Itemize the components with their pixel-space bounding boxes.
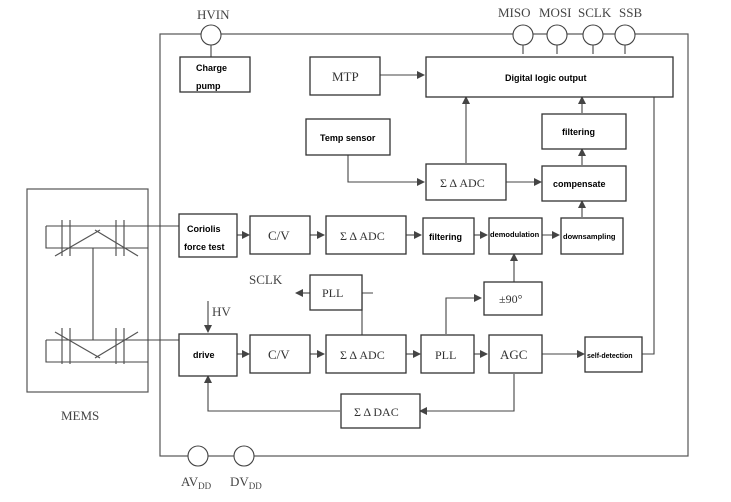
block-agc[interactable]: AGC — [488, 334, 543, 374]
svg-text:PLL: PLL — [435, 348, 456, 362]
block-cv-bot[interactable]: C/V — [249, 334, 311, 374]
block-filtering-mid[interactable]: filtering — [422, 217, 475, 255]
svg-text:pump: pump — [196, 81, 221, 91]
chip-outline — [159, 33, 689, 457]
block-drive[interactable]: drive — [178, 333, 238, 377]
svg-text:MTP: MTP — [332, 69, 359, 84]
block-digital-logic[interactable]: Digital logic output — [425, 56, 674, 98]
svg-text:force test: force test — [184, 242, 225, 252]
pin-ssb[interactable] — [614, 24, 636, 46]
pin-miso-label: MISO — [498, 5, 531, 20]
svg-text:Temp sensor: Temp sensor — [320, 133, 376, 143]
pin-avdd[interactable] — [187, 445, 209, 467]
block-adc-top[interactable]: Σ Δ ADC — [325, 215, 407, 255]
block-adc-bot[interactable]: Σ Δ ADC — [325, 334, 407, 374]
pin-dvdd-label: DVDD — [230, 474, 262, 491]
pin-avdd-label: AVDD — [181, 474, 212, 491]
block-filtering-top[interactable]: filtering — [541, 113, 627, 150]
svg-text:Coriolis: Coriolis — [187, 224, 221, 234]
block-mtp[interactable]: MTP — [309, 56, 381, 96]
pin-sclk-label: SCLK — [578, 5, 612, 20]
block-pll-top[interactable]: PLL — [309, 274, 363, 311]
pin-sclk[interactable] — [582, 24, 604, 46]
svg-text:Σ Δ ADC: Σ Δ ADC — [340, 229, 385, 243]
svg-text:Charge: Charge — [196, 63, 227, 73]
svg-text:±90°: ±90° — [499, 292, 523, 306]
svg-text:Σ Δ ADC: Σ Δ ADC — [440, 176, 485, 190]
pin-miso[interactable] — [512, 24, 534, 46]
pin-hvin[interactable] — [200, 24, 222, 46]
pin-ssb-label: SSB — [619, 5, 642, 20]
svg-text:drive: drive — [193, 350, 215, 360]
pin-dvdd[interactable] — [233, 445, 255, 467]
svg-text:AGC: AGC — [500, 347, 527, 362]
block-charge-pump[interactable]: Charge pump — [179, 56, 251, 93]
svg-text:demodulation: demodulation — [490, 230, 540, 239]
hv-signal-label: HV — [212, 304, 231, 319]
block-downsampling[interactable]: downsampling — [560, 217, 624, 255]
connections — [204, 45, 658, 415]
pin-hvin-label: HVIN — [197, 7, 230, 22]
svg-text:C/V: C/V — [268, 228, 290, 243]
svg-text:downsampling: downsampling — [563, 232, 616, 241]
svg-text:filtering: filtering — [562, 127, 595, 137]
svg-text:C/V: C/V — [268, 347, 290, 362]
pin-mosi-label: MOSI — [539, 5, 572, 20]
svg-text:filtering: filtering — [429, 232, 462, 242]
svg-text:Σ Δ ADC: Σ Δ ADC — [340, 348, 385, 362]
mems-label: MEMS — [61, 408, 99, 423]
svg-text:PLL: PLL — [322, 286, 343, 300]
block-cv-top[interactable]: C/V — [249, 215, 311, 255]
block-phase-shift[interactable]: ±90° — [483, 281, 543, 316]
block-pll-bot[interactable]: PLL — [420, 334, 475, 374]
mems-outline — [26, 188, 149, 393]
block-compensate[interactable]: compensate — [541, 165, 627, 202]
block-coriolis[interactable]: Coriolis force test — [178, 213, 238, 258]
svg-text:self-detection: self-detection — [587, 353, 633, 360]
sclk-signal-label: SCLK — [249, 272, 283, 287]
pin-mosi[interactable] — [546, 24, 568, 46]
svg-text:compensate: compensate — [553, 179, 606, 189]
block-temp-sensor[interactable]: Temp sensor — [305, 118, 391, 156]
mems-structure — [45, 220, 179, 364]
block-self-detection[interactable]: self-detection — [584, 336, 643, 373]
svg-text:Σ Δ DAC: Σ Δ DAC — [354, 405, 399, 419]
block-dac[interactable]: Σ Δ DAC — [340, 393, 421, 429]
block-adc-temp[interactable]: Σ Δ ADC — [425, 163, 507, 201]
block-demodulation[interactable]: demodulation — [488, 217, 543, 255]
svg-text:Digital logic output: Digital logic output — [505, 73, 587, 83]
